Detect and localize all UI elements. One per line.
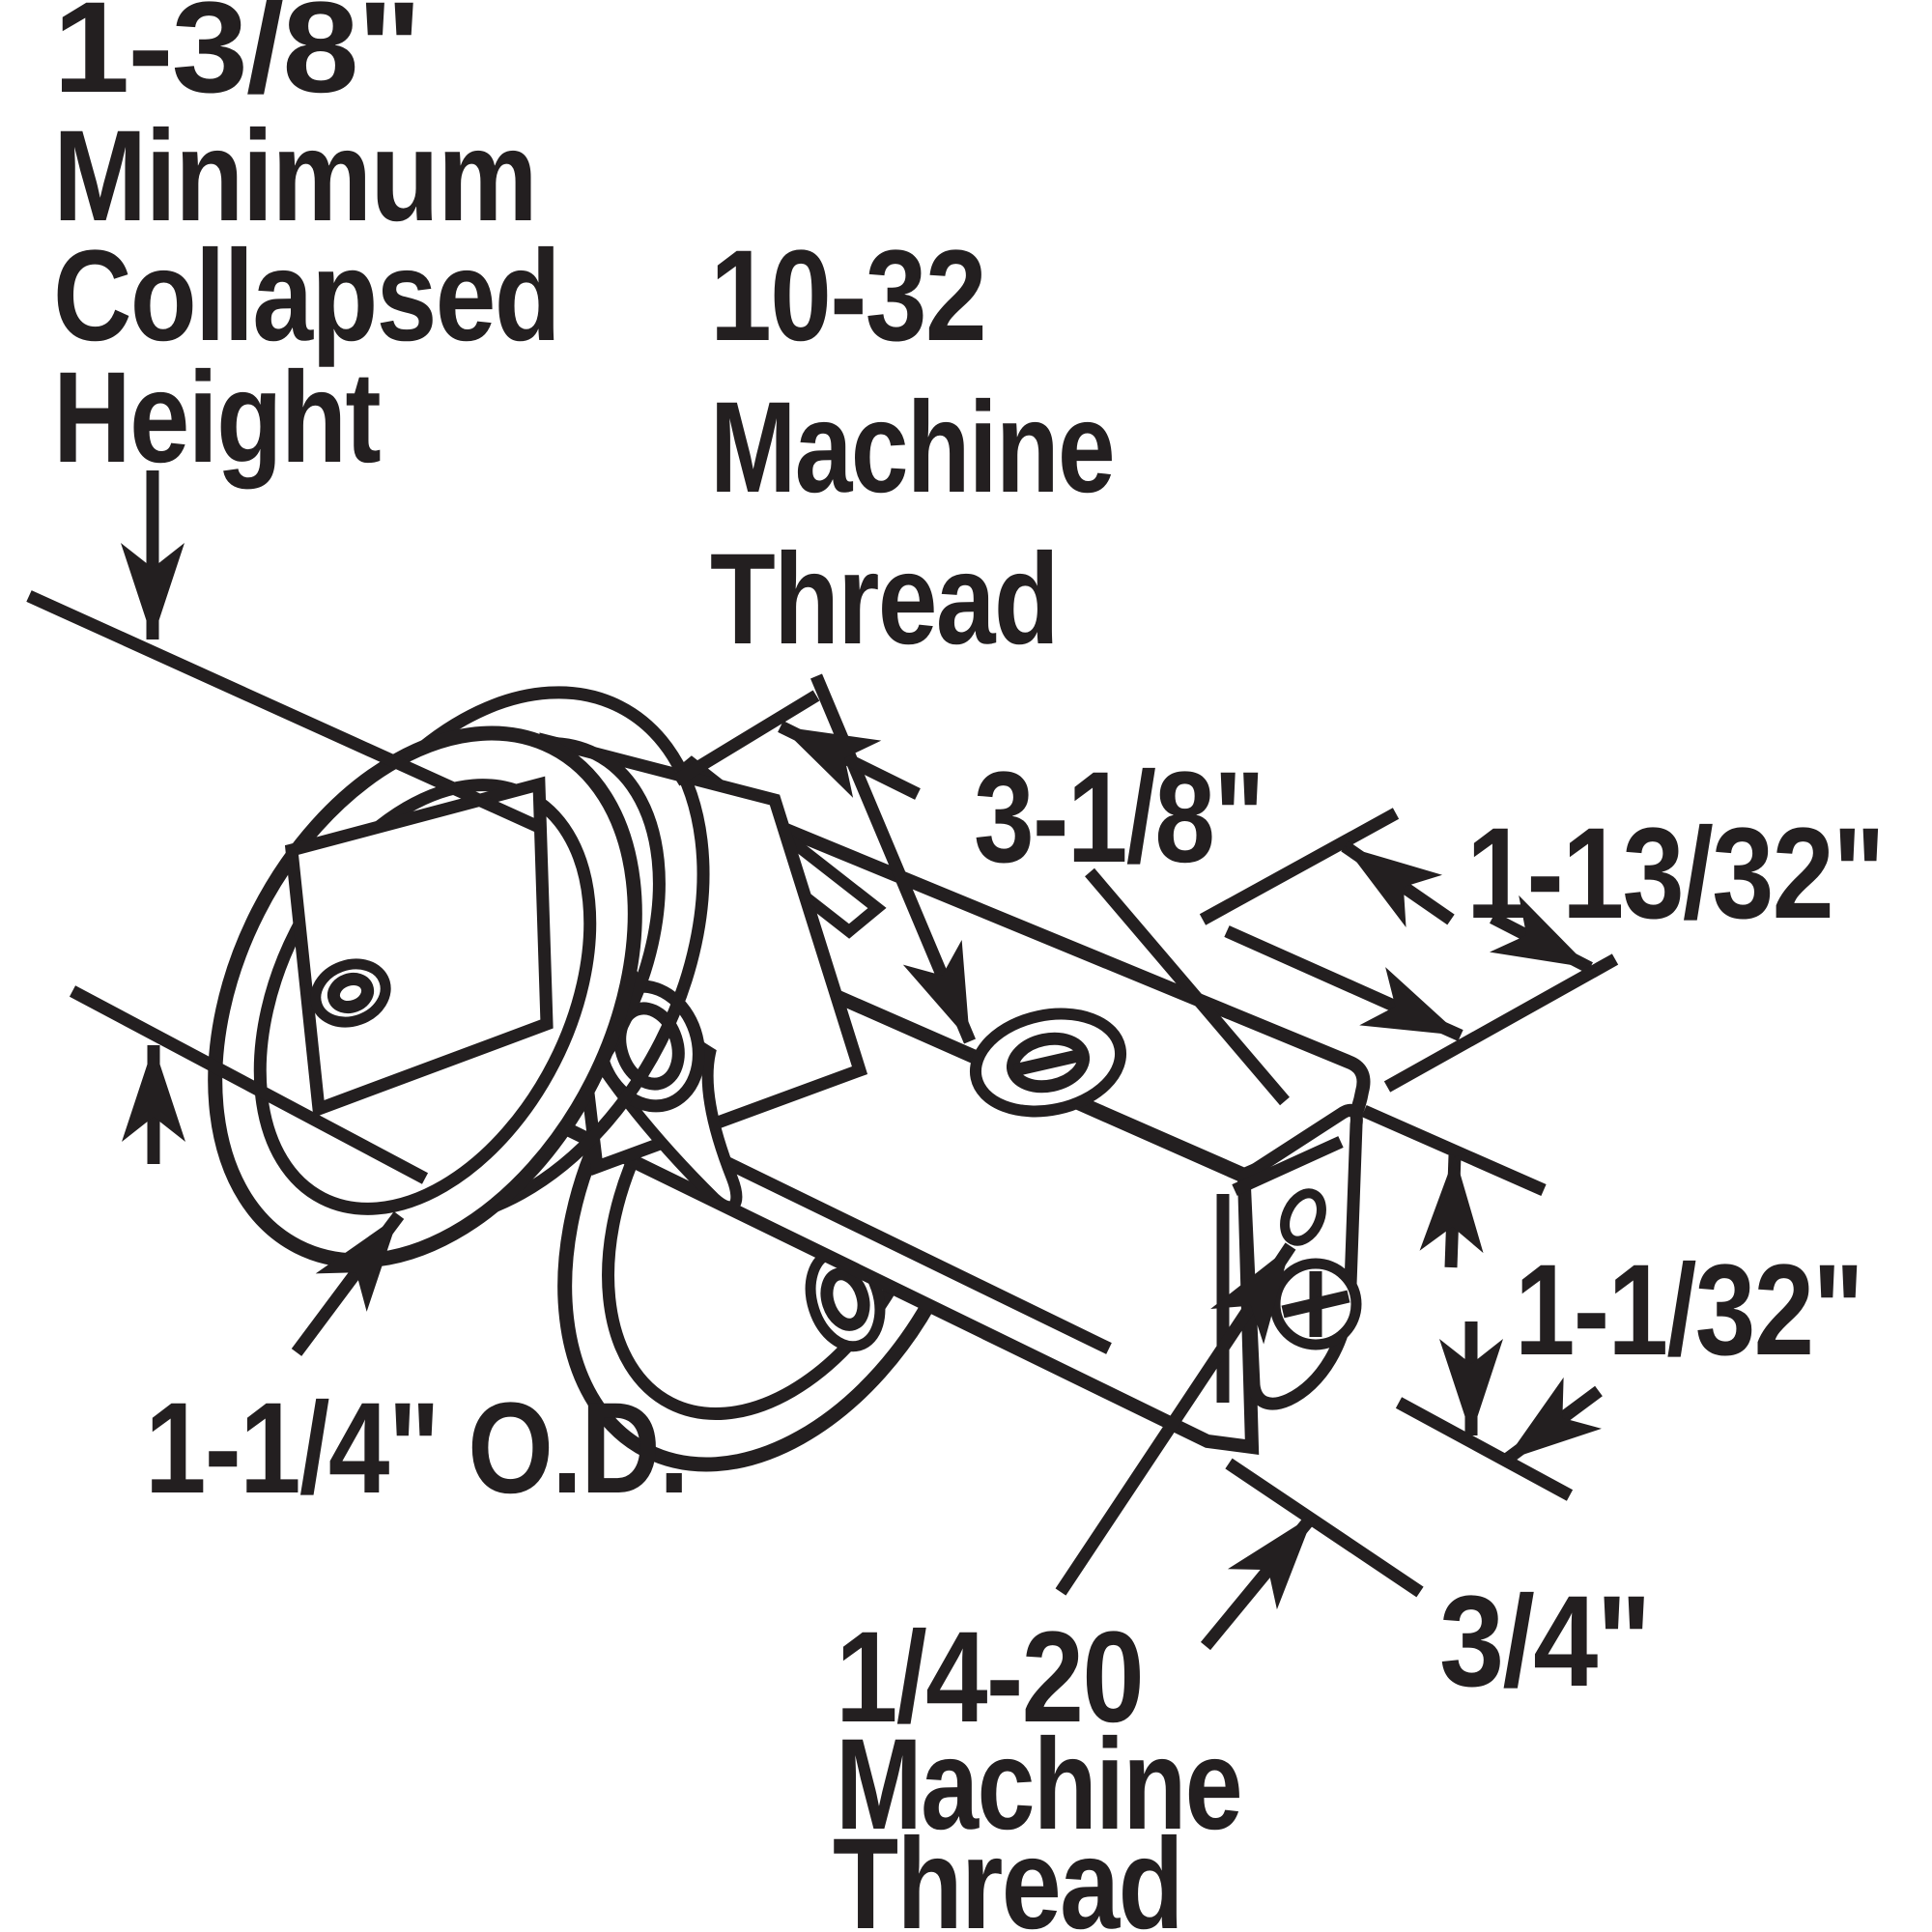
top-width-label: 1-13/32" (1466, 802, 1884, 946)
end-height-label: 1-1/32" (1515, 1238, 1862, 1382)
top-thread-line1: 10-32 (710, 224, 985, 368)
machine-thread-hole-1-4-20 (1280, 1188, 1326, 1246)
dim-arrow-left (778, 721, 921, 800)
dim-collapsed-height: 1-3/8" Minimum Collapsed Height (26, 0, 561, 1184)
dim-top-width: 1-13/32" (1199, 802, 1886, 1093)
axle-rivet-bore (327, 972, 375, 1014)
dim-arrow-right (1224, 925, 1463, 1041)
dim-arrow-up (1419, 1154, 1484, 1268)
extension-line-lower (1383, 953, 1619, 1093)
end-cap-lip-edge (1232, 1136, 1344, 1196)
dim-end-height: 1-1/32" (1361, 1105, 1864, 1501)
front-bracket-body (284, 776, 554, 1119)
dim-arrow-right (1501, 1377, 1603, 1466)
extension-line-bottom (69, 985, 429, 1184)
dim-arrow-lower (1489, 895, 1593, 974)
housing-length-label: 3-1/8" (974, 746, 1264, 890)
machine-thread-hole-10-32 (969, 1008, 1127, 1118)
roller-assembly-drawing (208, 686, 1371, 1472)
dim-arrow-left (1200, 1510, 1320, 1651)
collapsed-height-line1: 1-3/8" (53, 0, 420, 120)
threaded-hole-slot (1012, 1048, 1084, 1077)
top-thread-line2: Machine (710, 376, 1114, 520)
housing-end-step-edge (1085, 867, 1290, 1106)
bottom-thread-line1: 1/4-20 (836, 1605, 1143, 1749)
front-bracket-plate (284, 776, 554, 1119)
top-thread-line3: Thread (710, 527, 1058, 671)
end-width-label: 3/4" (1439, 1570, 1650, 1714)
dim-bottom-thread: 1/4-20 Machine Thread (833, 1242, 1296, 1932)
collapsed-height-line4: Height (53, 346, 380, 490)
adjustment-cam-bore (613, 1002, 685, 1091)
leader-arrow-od (291, 1211, 405, 1356)
roller-od-label: 1-1/4" O.D. (145, 1377, 688, 1520)
extension-line-tab (672, 690, 820, 786)
collapsed-height-line3: Collapsed (53, 224, 559, 368)
leader-arrow-1-4-20 (1055, 1242, 1296, 1596)
screw-cross-horizontal (1281, 1290, 1350, 1319)
extension-line-upper (1199, 808, 1400, 925)
extension-line-top (26, 590, 546, 835)
extension-line-bottom (1395, 1397, 1574, 1501)
bottom-thread-line3: Thread (833, 1812, 1182, 1932)
dim-end-width: 3/4" (1200, 1377, 1652, 1714)
bottom-thread-line2: Machine (836, 1713, 1241, 1857)
phillips-screw-icon (1269, 1258, 1362, 1350)
threaded-hole-bore (1006, 1032, 1091, 1094)
extension-line-top (1361, 1105, 1547, 1196)
rear-wheel-axle (820, 1267, 870, 1331)
dim-roller-od: 1-1/4" O.D. (145, 1211, 690, 1520)
extension-line (1225, 1458, 1424, 1598)
collapsed-height-line2: Minimum (53, 104, 536, 248)
dim-housing-length: 3-1/8" (672, 690, 1463, 1041)
dim-arrow-upper (1341, 840, 1455, 927)
dimension-annotations: 1-3/8" Minimum Collapsed Height 10-32 Ma… (26, 0, 1886, 1932)
